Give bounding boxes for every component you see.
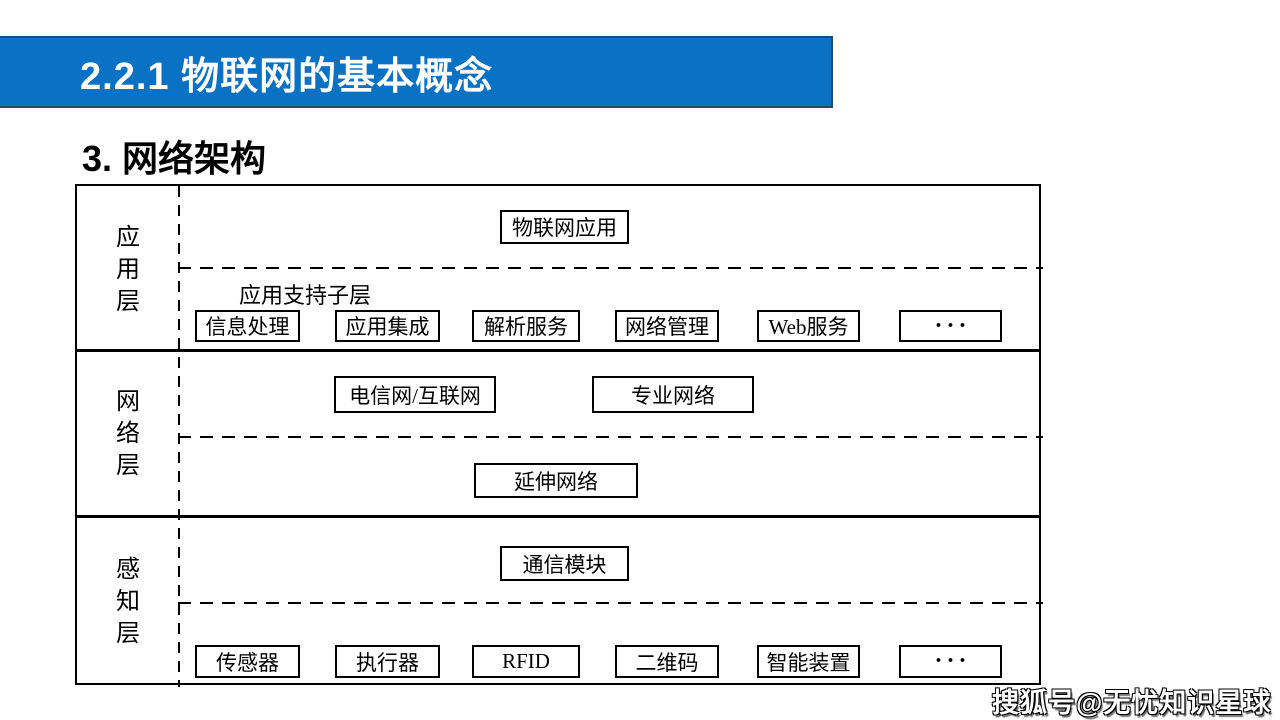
section-heading: 3. 网络架构 (82, 138, 267, 179)
perception-layer-dashed-line (178, 602, 1043, 604)
box-app-more-ellipsis: ··· (899, 310, 1002, 342)
box-communication-module: 通信模块 (500, 546, 629, 581)
layer-label-application: 应用层 (116, 225, 140, 315)
box-parsing-service: 解析服务 (472, 310, 580, 342)
box-information-processing: 信息处理 (195, 310, 300, 342)
box-application-integration: 应用集成 (335, 310, 440, 342)
chapter-title-bar: 2.2.1 物联网的基本概念 (0, 36, 833, 108)
box-web-service: Web服务 (757, 310, 860, 342)
sohu-watermark: 搜狐号@无忧知识星球 (992, 688, 1272, 718)
box-perception-more-ellipsis: ··· (899, 645, 1002, 678)
box-extended-network: 延伸网络 (474, 463, 638, 498)
box-telecom-internet: 电信网/互联网 (334, 376, 496, 413)
app-layer-dashed-line (178, 267, 1043, 269)
app-support-sublayer-label: 应用支持子层 (239, 283, 372, 308)
box-rfid: RFID (472, 645, 580, 678)
box-professional-network: 专业网络 (592, 376, 754, 413)
network-layer-dashed-line (178, 436, 1043, 438)
box-smart-device: 智能装置 (757, 645, 860, 678)
chapter-title: 2.2.1 物联网的基本概念 (80, 55, 494, 98)
box-qr-code: 二维码 (615, 645, 719, 678)
box-actuator: 执行器 (335, 645, 440, 678)
divider-network-perception (77, 515, 1039, 518)
box-sensor: 传感器 (195, 645, 300, 678)
divider-app-network (77, 349, 1039, 352)
iot-architecture-diagram: 应用层 网络层 感知层 物联网应用 应用支持子层 信息处理 应用集成 解析服务 … (75, 184, 1043, 687)
box-network-management: 网络管理 (615, 310, 719, 342)
layer-label-network: 网络层 (116, 389, 140, 479)
box-iot-application: 物联网应用 (500, 210, 629, 244)
layer-label-perception: 感知层 (116, 557, 140, 647)
